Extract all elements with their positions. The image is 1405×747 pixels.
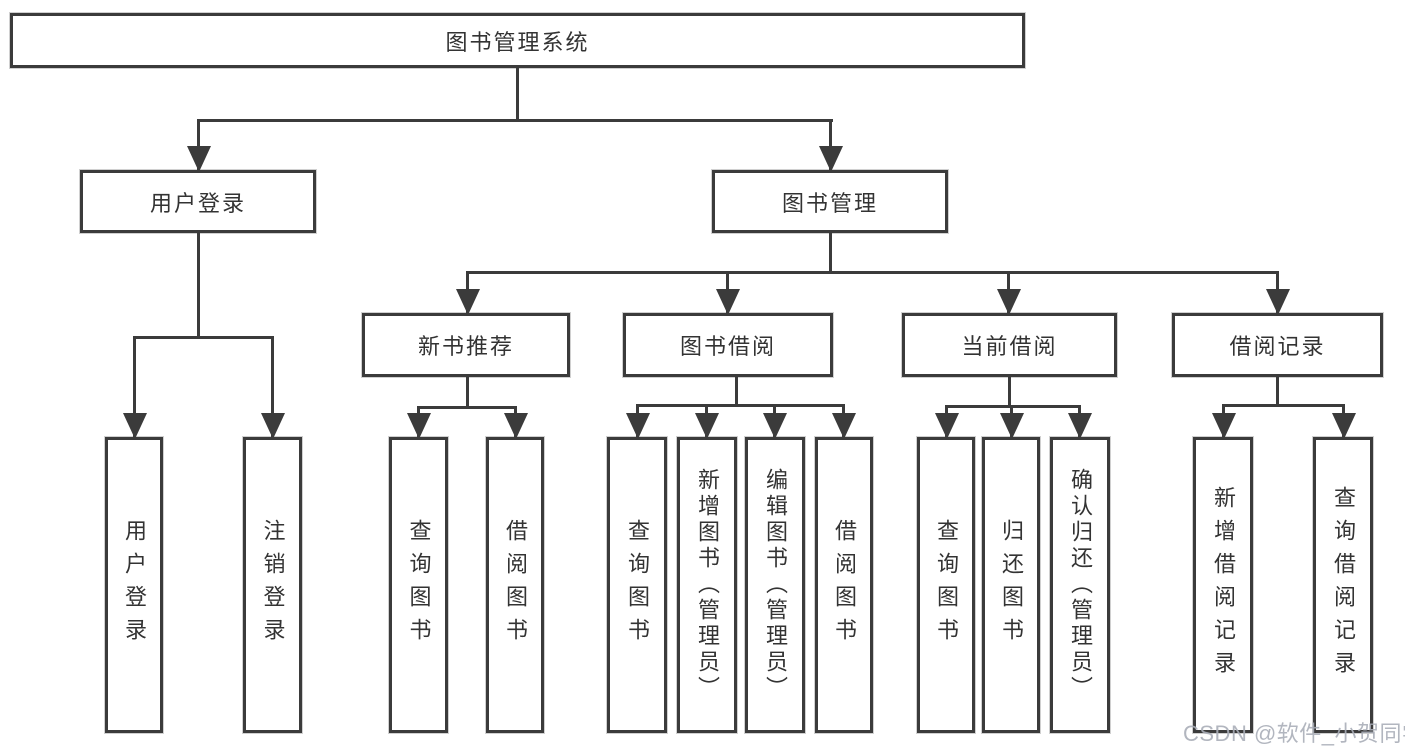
node-label: 当前借阅 <box>961 334 1058 359</box>
arrow-down-icon <box>123 413 147 439</box>
connector-line <box>197 233 200 339</box>
leaf-label: 新增图书（管理员） <box>695 468 720 702</box>
node-label: 借阅记录 <box>1229 334 1326 359</box>
connector-line <box>271 337 274 439</box>
node-label: 图书管理系统 <box>445 29 590 55</box>
leaf-label: 编辑图书（管理员） <box>763 468 788 702</box>
leaf-user-login: 用户登录 <box>105 437 163 733</box>
leaf-label: 确认归还（管理员） <box>1068 468 1093 702</box>
arrow-down-icon <box>456 289 480 315</box>
arrow-down-icon <box>997 289 1021 315</box>
arrow-down-icon <box>626 413 650 439</box>
connector-line <box>829 233 832 274</box>
arrow-down-icon <box>716 289 740 315</box>
node-label: 用户登录 <box>149 190 246 216</box>
connector-line <box>417 406 517 409</box>
leaf-label: 注销登录 <box>260 519 286 651</box>
node-label: 新书推荐 <box>417 334 514 359</box>
leaf-label: 查询图书 <box>406 519 432 651</box>
csdn-watermark: CSDN @软件_小贺同学 <box>1183 721 1405 746</box>
leaf-add-books-admin: 新增图书（管理员） <box>677 437 737 733</box>
connector-line <box>197 119 833 122</box>
arrow-down-icon <box>695 413 719 439</box>
node-library-system: 图书管理系统 <box>10 13 1025 68</box>
leaf-query-books-2: 查询图书 <box>607 437 667 733</box>
arrow-down-icon <box>1212 413 1236 439</box>
connector-line <box>133 337 136 439</box>
leaf-label: 借阅图书 <box>503 519 528 651</box>
leaf-label: 查询借阅记录 <box>1331 486 1356 684</box>
arrow-down-icon <box>832 413 856 439</box>
connector-line <box>466 271 1279 274</box>
leaf-return-books: 归还图书 <box>982 437 1040 733</box>
leaf-label: 查询图书 <box>934 519 959 651</box>
leaf-edit-books-admin: 编辑图书（管理员） <box>745 437 805 733</box>
arrow-down-icon <box>261 413 285 439</box>
connector-line <box>945 405 1081 408</box>
node-current-borrowing: 当前借阅 <box>902 313 1117 377</box>
leaf-query-books-3: 查询图书 <box>917 437 975 733</box>
arrow-down-icon <box>187 146 211 172</box>
arrow-down-icon <box>763 413 787 439</box>
connector-line <box>466 377 469 408</box>
leaf-add-borrow-record: 新增借阅记录 <box>1193 437 1253 733</box>
leaf-borrow-books-1: 借阅图书 <box>486 437 544 733</box>
leaf-confirm-return-admin: 确认归还（管理员） <box>1050 437 1110 733</box>
node-new-book-recommend: 新书推荐 <box>362 313 570 377</box>
arrow-down-icon <box>407 413 431 439</box>
leaf-logout: 注销登录 <box>243 437 302 733</box>
node-label: 图书借阅 <box>679 334 776 359</box>
leaf-label: 查询图书 <box>625 519 650 651</box>
connector-line <box>1222 404 1345 407</box>
leaf-label: 新增借阅记录 <box>1211 486 1236 684</box>
connector-line <box>516 68 519 122</box>
arrow-down-icon <box>1332 413 1356 439</box>
arrow-down-icon <box>935 413 959 439</box>
leaf-label: 归还图书 <box>999 519 1024 651</box>
arrow-down-icon <box>819 146 843 172</box>
node-book-management: 图书管理 <box>712 170 948 233</box>
leaf-label: 用户登录 <box>122 519 147 651</box>
connector-line <box>133 336 274 339</box>
connector-line <box>735 377 738 406</box>
arrow-down-icon <box>504 413 528 439</box>
node-label: 图书管理 <box>781 190 878 216</box>
arrow-down-icon <box>1266 289 1290 315</box>
node-borrowing-records: 借阅记录 <box>1172 313 1383 377</box>
arrow-down-icon <box>1000 413 1024 439</box>
leaf-query-books-1: 查询图书 <box>389 437 448 733</box>
leaf-label: 借阅图书 <box>832 519 857 651</box>
connector-line <box>636 404 845 407</box>
arrow-down-icon <box>1068 413 1092 439</box>
node-user-login: 用户登录 <box>80 170 316 233</box>
connector-line <box>1008 377 1011 407</box>
leaf-borrow-books-2: 借阅图书 <box>815 437 873 733</box>
leaf-query-borrow-record: 查询借阅记录 <box>1313 437 1373 733</box>
node-book-borrowing: 图书借阅 <box>623 313 833 377</box>
connector-line <box>1276 377 1279 406</box>
